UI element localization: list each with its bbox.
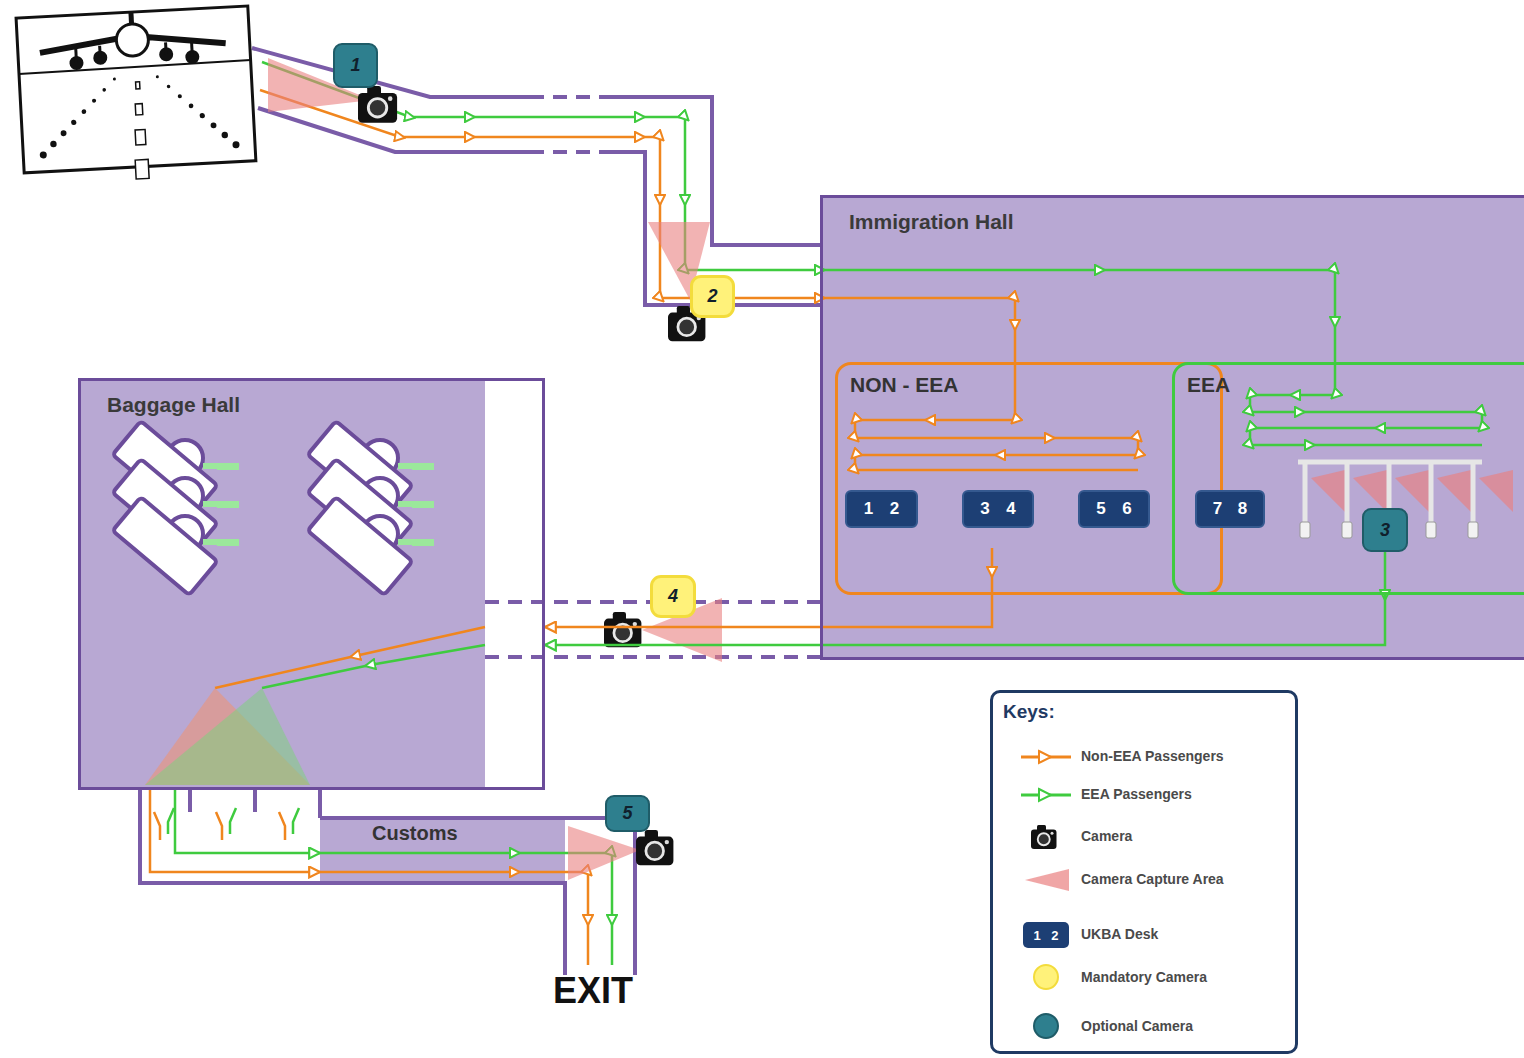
legend-row: Camera: [993, 823, 1293, 851]
plane-illustration: [16, 6, 256, 185]
hall-region: Immigration HallNON - EEA123456EEA783: [820, 195, 1524, 660]
legend-box: Non-EEA PassengersEEA PassengersCameraCa…: [990, 690, 1298, 1054]
optional-camera-badge: 5: [605, 795, 650, 832]
region-title: Customs: [320, 818, 625, 845]
mandatory-camera-badge: 4: [650, 575, 696, 618]
outlet-fork: [154, 812, 160, 840]
legend-title: Keys:: [1003, 701, 1055, 723]
optional-camera-badge: 1: [333, 43, 378, 88]
camera-icon: [604, 612, 641, 647]
customs-band: Customs: [320, 818, 625, 883]
ukba-desk: 78: [1195, 490, 1265, 528]
legend-row: Camera Capture Area: [993, 866, 1293, 894]
queue-area: NON - EEA 12 34 56: [835, 362, 1223, 595]
legend-row: Non-EEA Passengers: [993, 743, 1293, 771]
corridor-walls: [140, 48, 820, 975]
camera-icon: [1031, 825, 1057, 849]
exit-label: EXIT: [553, 970, 633, 1012]
legend-row: 12 UKBA Desk: [993, 921, 1293, 949]
outlet-fork: [216, 812, 222, 840]
legend-swatch: [1033, 1013, 1059, 1039]
legend-text: Camera: [1081, 828, 1132, 844]
baggage-carousel: [308, 497, 434, 595]
legend-symbol: [1019, 743, 1075, 771]
legend-row: EEA Passengers: [993, 781, 1293, 809]
desk-number: 3: [980, 499, 989, 519]
region-title: Baggage Hall: [81, 381, 542, 417]
legend-sample: [1019, 781, 1075, 809]
flow-connector: [545, 595, 992, 627]
callout-number: 3: [1380, 520, 1390, 541]
flow-connector: [150, 790, 320, 872]
desk-number: 2: [1051, 928, 1058, 943]
region-title: Immigration Hall: [823, 198, 1524, 234]
area-title: NON - EEA: [838, 365, 1220, 397]
legend-text: Mandatory Camera: [1081, 969, 1207, 985]
legend-text: Camera Capture Area: [1081, 871, 1224, 887]
desk-number: 1: [1034, 928, 1041, 943]
legend-sample: [1019, 964, 1075, 992]
legend-symbol: [1019, 866, 1075, 894]
capture-area: [268, 58, 722, 880]
callout-number: 5: [622, 803, 632, 824]
queue-area: EEA 78 3: [1172, 362, 1524, 595]
legend-sample: [1019, 823, 1075, 851]
legend-text: Non-EEA Passengers: [1081, 748, 1224, 764]
legend-sample: 12: [1019, 921, 1075, 949]
callout-number: 1: [350, 55, 360, 76]
hall-region: Baggage Hall: [78, 378, 545, 790]
reclaim-area: [145, 688, 310, 785]
legend-sample: [1019, 743, 1075, 771]
camera-icon: [636, 830, 673, 865]
camera-icon: [358, 86, 397, 123]
desk-number: 2: [890, 499, 899, 519]
legend-sample: [1019, 1013, 1075, 1041]
legend-symbol: [1019, 823, 1075, 851]
outlet-fork: [230, 808, 236, 834]
ukba-desk: 12: [845, 490, 918, 528]
flow-connector: [175, 790, 320, 853]
area-title: EEA: [1175, 365, 1524, 397]
outlet-fork: [168, 808, 174, 834]
reclaim-area: [145, 688, 310, 785]
outlet-fork: [279, 812, 285, 840]
callout-number: 2: [707, 286, 717, 307]
mandatory-camera-badge: 2: [690, 275, 735, 318]
ukba-desk: 34: [962, 490, 1034, 528]
desk-number: 6: [1122, 499, 1131, 519]
legend-text: UKBA Desk: [1081, 926, 1158, 942]
desk-number: 5: [1096, 499, 1105, 519]
desk-number: 8: [1238, 499, 1247, 519]
optional-camera-badge: 3: [1362, 508, 1408, 552]
hall-fill: [78, 378, 485, 790]
baggage-carousel: [113, 497, 239, 595]
desk-sample: 12: [1023, 922, 1069, 948]
legend-sample: [1019, 866, 1075, 894]
desk-number: 4: [1006, 499, 1015, 519]
legend-row: Mandatory Camera: [993, 964, 1293, 992]
desk-number: 7: [1213, 499, 1222, 519]
callout-number: 4: [668, 586, 678, 607]
outlet-fork: [293, 808, 299, 834]
legend-swatch: [1033, 964, 1059, 990]
legend-symbol: [1019, 781, 1075, 809]
legend-text: Optional Camera: [1081, 1018, 1193, 1034]
desk-number: 1: [864, 499, 873, 519]
legend-text: EEA Passengers: [1081, 786, 1192, 802]
ukba-desk: 56: [1078, 490, 1150, 528]
legend-row: Optional Camera: [993, 1013, 1293, 1041]
